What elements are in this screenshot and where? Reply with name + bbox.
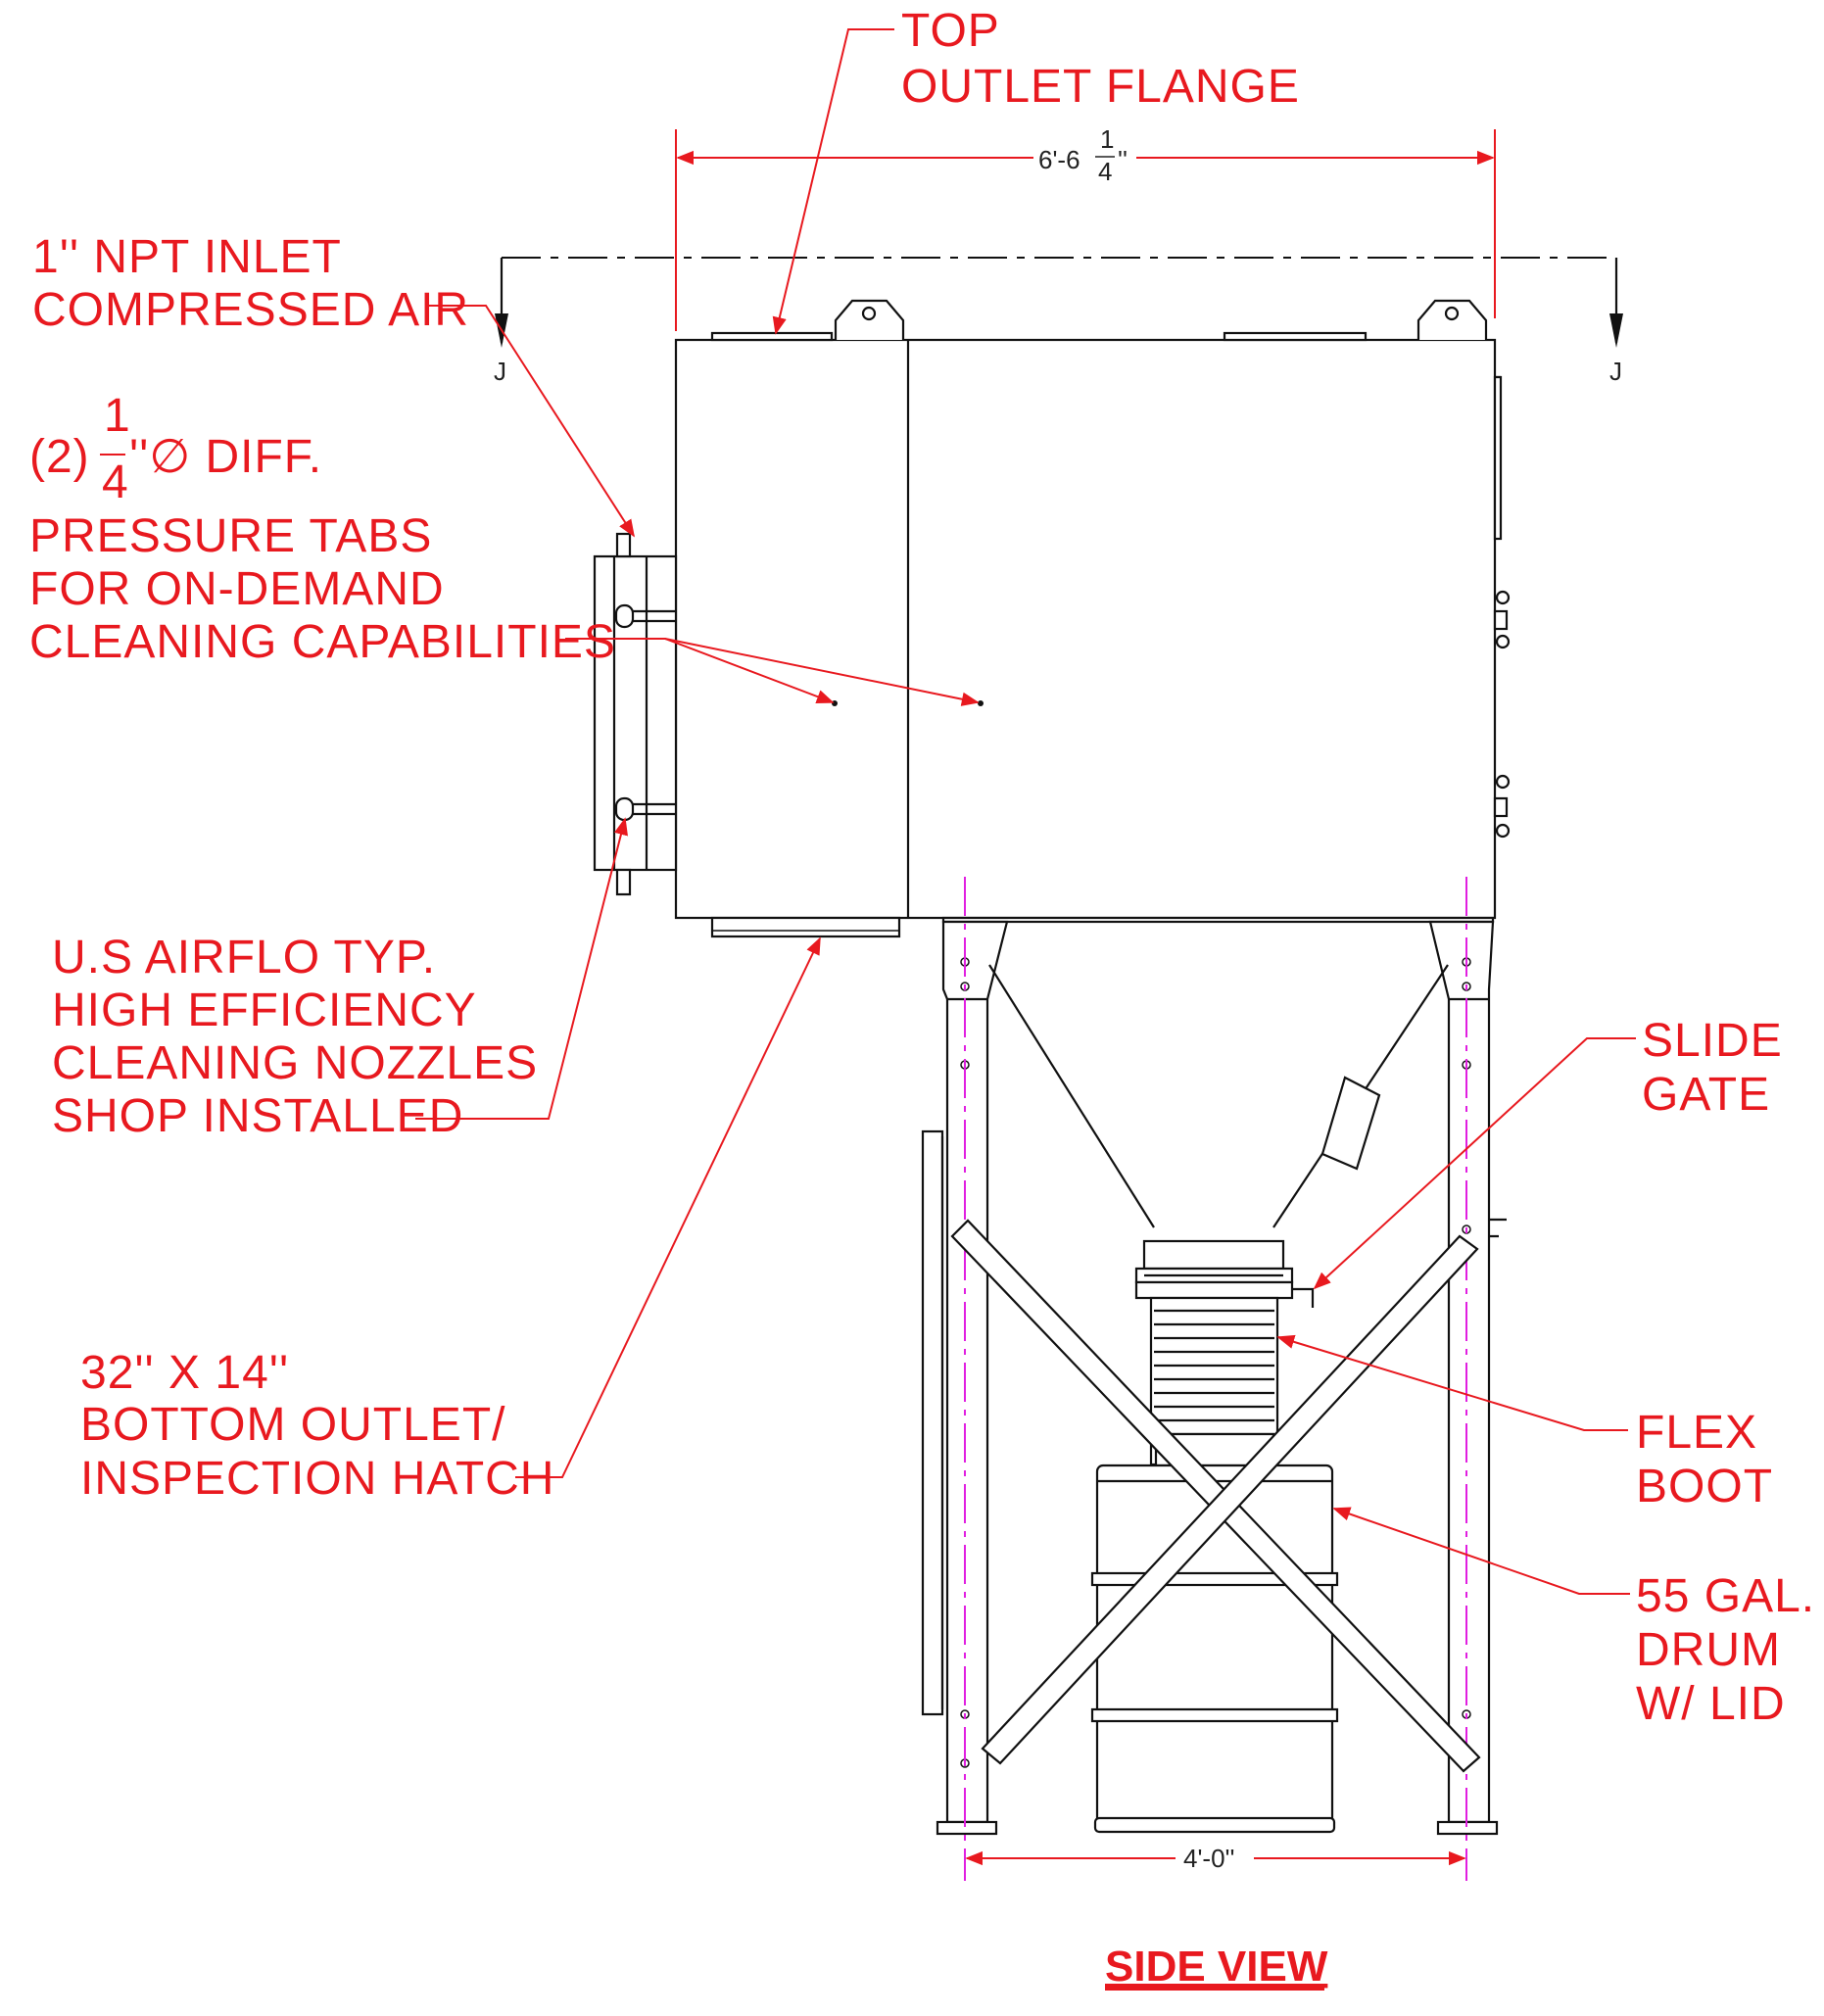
callout-leaders xyxy=(415,28,1636,1595)
callout-line: 32'' X 14'' xyxy=(80,1347,289,1399)
callout-line: HIGH EFFICIENCY xyxy=(52,984,477,1036)
callout-line: BOOT xyxy=(1636,1461,1773,1512)
callout-nozzles: U.S AIRFLO TYP. HIGH EFFICIENCY CLEANING… xyxy=(52,932,538,1142)
callout-line: PRESSURE TABS xyxy=(29,510,432,562)
callout-line: GATE xyxy=(1642,1069,1770,1121)
overall-width-value: 6'-6 xyxy=(1038,145,1080,174)
callout-top-outlet-flange: TOP OUTLET FLANGE xyxy=(901,5,1300,113)
view-title: SIDE VIEW xyxy=(1105,1943,1328,1991)
callout-line: FLEX xyxy=(1636,1407,1757,1459)
callout-line: INSPECTION HATCH xyxy=(80,1453,554,1505)
callout-line: BOTTOM OUTLET/ xyxy=(80,1399,505,1451)
overall-width-frac-num: 1 xyxy=(1100,124,1114,154)
overall-width-frac-den: 4 xyxy=(1098,157,1112,186)
support-stand xyxy=(921,877,1507,1881)
callout-line: SHOP INSTALLED xyxy=(52,1090,463,1142)
leg-spacing-value: 4'-0'' xyxy=(1183,1844,1234,1873)
callout-flex-boot: FLEX BOOT xyxy=(1636,1407,1773,1512)
callout-line: 1'' NPT INLET xyxy=(32,231,342,283)
overall-width-dimension: 6'-6 1 4 '' xyxy=(675,124,1496,331)
callout-line: 55 GAL. xyxy=(1636,1570,1815,1622)
overall-width-inch: '' xyxy=(1118,145,1128,174)
callout-frac-den: 4 xyxy=(102,456,129,508)
callout-line: CLEANING NOZZLES xyxy=(52,1037,538,1089)
collector-housing xyxy=(674,299,1511,938)
callout-line: TOP xyxy=(901,5,1000,57)
callout-pressure-tabs: (2) 1 4 ''∅ DIFF. PRESSURE TABS FOR ON-D… xyxy=(29,390,616,668)
callout-prefix: (2) xyxy=(29,431,90,483)
callout-suffix: ''∅ DIFF. xyxy=(129,431,322,483)
drum-assembly xyxy=(1090,1239,1339,1834)
callout-line: SLIDE xyxy=(1642,1015,1783,1067)
callout-bottom-outlet: 32'' X 14'' BOTTOM OUTLET/ INSPECTION HA… xyxy=(80,1347,554,1505)
callout-line: COMPRESSED AIR xyxy=(32,284,469,336)
section-line: J J xyxy=(494,257,1623,386)
compressed-air-header xyxy=(593,532,678,896)
callout-drum: 55 GAL. DRUM W/ LID xyxy=(1636,1570,1815,1730)
callout-line: DRUM xyxy=(1636,1624,1781,1676)
leg-spacing-dimension: 4'-0'' xyxy=(965,1844,1466,1873)
cross-bracing xyxy=(950,1219,1481,1773)
callout-line: OUTLET FLANGE xyxy=(901,61,1300,113)
section-marker-left: J xyxy=(494,357,506,386)
callout-line: CLEANING CAPABILITIES xyxy=(29,616,616,668)
section-marker-right: J xyxy=(1609,357,1622,386)
callout-frac-num: 1 xyxy=(104,390,131,442)
callout-line: FOR ON-DEMAND xyxy=(29,563,445,615)
callout-slide-gate: SLIDE GATE xyxy=(1642,1015,1783,1121)
callout-line: U.S AIRFLO TYP. xyxy=(52,932,436,984)
callout-compressed-air: 1'' NPT INLET COMPRESSED AIR xyxy=(32,231,469,336)
callout-line: W/ LID xyxy=(1636,1678,1786,1730)
